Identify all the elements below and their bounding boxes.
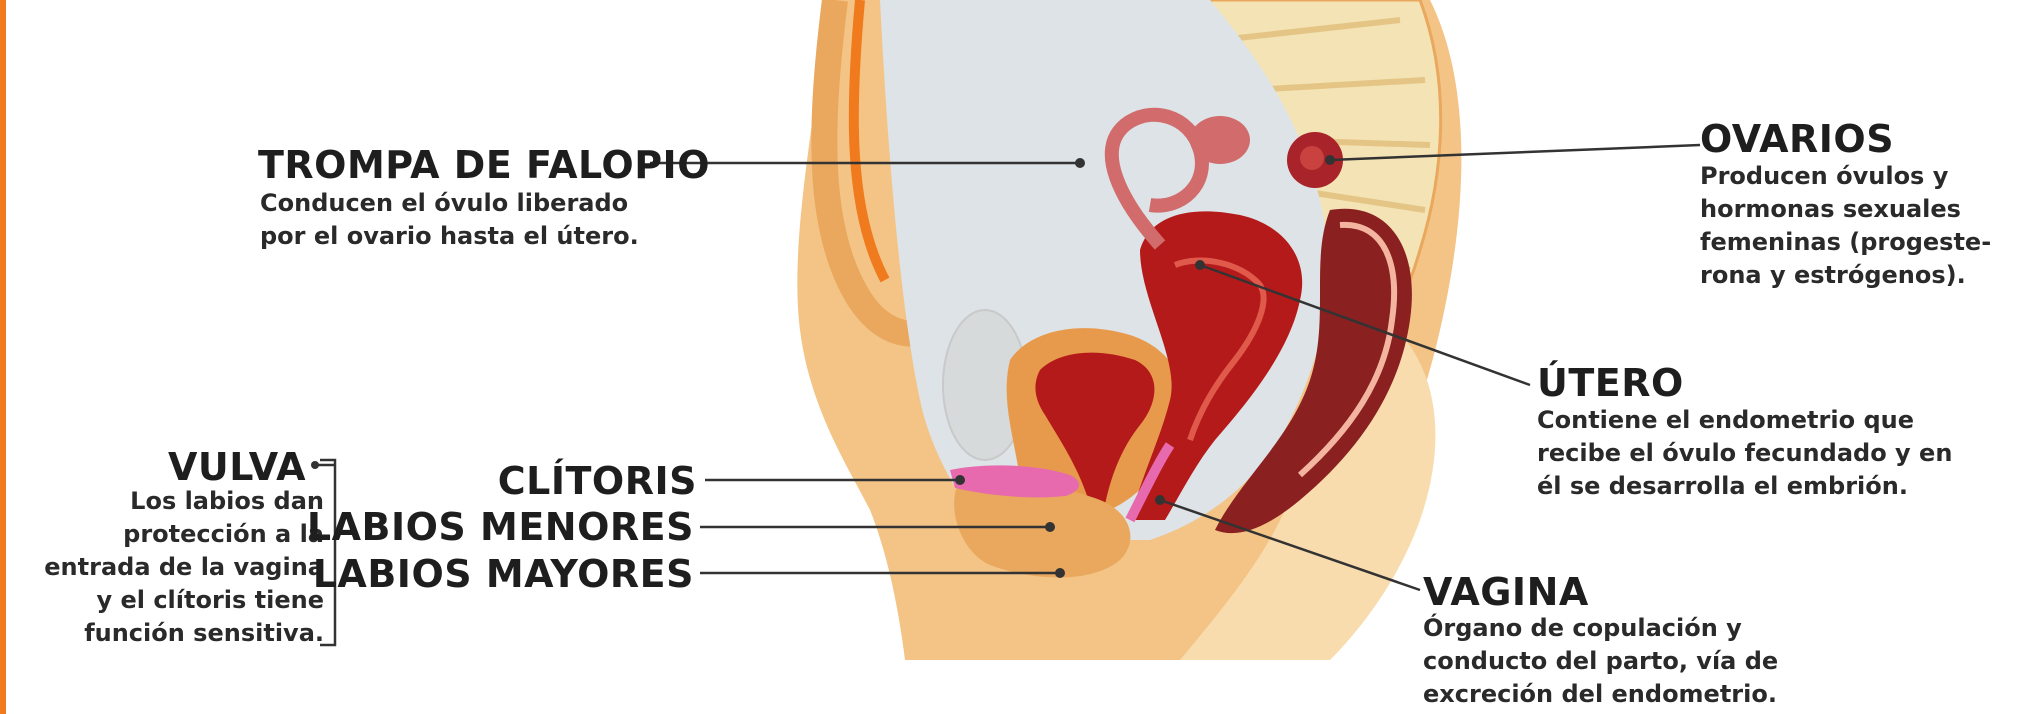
vagina-leader [1160, 500, 1420, 590]
vagina-title: VAGINA [1423, 573, 1589, 611]
trompa-title: TROMPA DE FALOPIO [258, 146, 710, 184]
trompa-line-1: Conducen el óvulo liberado [260, 187, 639, 220]
utero-leader-dot [1195, 260, 1205, 270]
ovarios-line-2: hormonas sexuales [1700, 193, 1991, 226]
vulva-line-1: Los labios dan [44, 485, 324, 518]
ovarios-title: OVARIOS [1700, 120, 1894, 158]
vagina-description: Órgano de copulación y conducto del part… [1423, 612, 1778, 711]
utero-line-1: Contiene el endometrio que [1537, 404, 1952, 437]
utero-line-3: él se desarrolla el embrión. [1537, 470, 1952, 503]
ovarios-line-1: Producen óvulos y [1700, 160, 1991, 193]
vulva-line-5: función sensitiva. [44, 617, 324, 650]
trompa-leader-dot [1075, 158, 1085, 168]
vagina-line-3: excreción del endometrio. [1423, 678, 1778, 711]
utero-leader [1200, 265, 1530, 385]
vulva-description: Los labios dan protección a la entrada d… [44, 485, 324, 650]
labios-menores-title: LABIOS MENORES [307, 508, 694, 546]
utero-description: Contiene el endometrio que recibe el óvu… [1537, 404, 1952, 503]
ovarios-leader-dot [1325, 155, 1335, 165]
labios-mayores-leader-dot [1055, 568, 1065, 578]
vulva-line-4: y el clítoris tiene [44, 584, 324, 617]
trompa-description: Conducen el óvulo liberado por el ovario… [260, 187, 639, 253]
clitoris-title: CLÍTORIS [498, 462, 697, 500]
vulva-line-2: protección a la [44, 518, 324, 551]
ovarios-leader [1330, 145, 1700, 160]
utero-title: ÚTERO [1537, 364, 1684, 402]
vagina-leader-dot [1155, 495, 1165, 505]
utero-line-2: recibe el óvulo fecundado y en [1537, 437, 1952, 470]
clitoris-leader-dot [955, 475, 965, 485]
ovarios-description: Producen óvulos y hormonas sexuales feme… [1700, 160, 1991, 292]
ovarios-line-4: rona y estrógenos). [1700, 259, 1991, 292]
vagina-line-1: Órgano de copulación y [1423, 612, 1778, 645]
vulva-line-3: entrada de la vagina [44, 551, 324, 584]
labios-menores-leader-dot [1045, 522, 1055, 532]
vulva-dot [311, 461, 319, 469]
trompa-line-2: por el ovario hasta el útero. [260, 220, 639, 253]
ovarios-line-3: femeninas (progeste- [1700, 226, 1991, 259]
vagina-line-2: conducto del parto, vía de [1423, 645, 1778, 678]
vulva-title: VULVA [168, 448, 306, 486]
labios-mayores-title: LABIOS MAYORES [313, 555, 694, 593]
